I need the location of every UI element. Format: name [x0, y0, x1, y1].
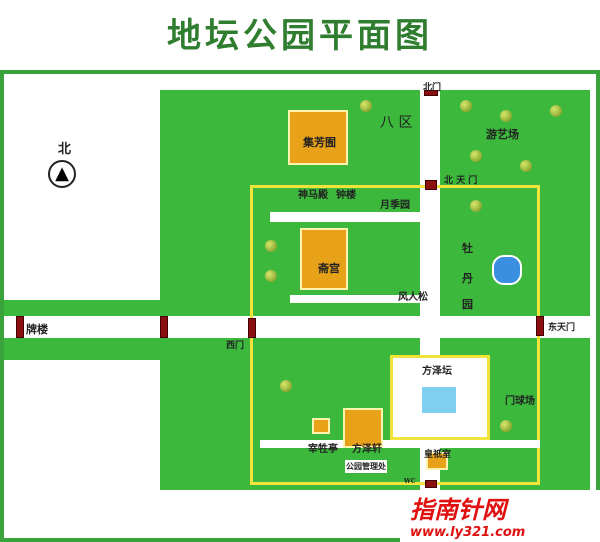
beitianmen-gate[interactable] [425, 180, 437, 190]
tree-icon [280, 380, 292, 392]
tree-icon [470, 150, 482, 162]
label-mudanyuan-1: 牡 [462, 242, 473, 255]
pailou-gate[interactable] [16, 316, 24, 338]
label-fangzexuan: 方泽轩 [352, 444, 382, 455]
altar-pool [420, 385, 458, 415]
tree-icon [500, 110, 512, 122]
watermark: 指南针网 www.ly321.com [400, 490, 600, 542]
tree-icon [265, 240, 277, 252]
west-outer-gate[interactable] [160, 316, 168, 338]
tree-icon [360, 100, 372, 112]
tree-icon [520, 160, 532, 172]
label-ximen: 西门 [226, 341, 245, 351]
label-zhonglou: 钟楼 [336, 190, 356, 201]
tree-icon [500, 420, 512, 432]
label-wc: WC [404, 478, 416, 485]
label-beimen: 北门 [423, 83, 442, 93]
watermark-url: www.ly321.com [410, 525, 526, 540]
label-dongtianmen: 东天门 [548, 323, 576, 333]
zaishengting-building [312, 418, 330, 434]
tree-icon [550, 105, 562, 117]
label-menqiuchang: 门球场 [505, 396, 535, 407]
north-label: 北 [58, 142, 72, 157]
label-zaishengting: 宰牲亭 [308, 444, 338, 455]
ximen-gate[interactable] [248, 318, 256, 338]
tree-icon [460, 100, 472, 112]
label-fangzetan: 方泽坛 [422, 366, 452, 377]
path [260, 440, 540, 448]
label-youyichang: 游艺场 [486, 128, 519, 141]
path [290, 295, 420, 303]
east-west-road [4, 316, 594, 338]
label-baqu: 八 区 [380, 115, 413, 131]
south-gate[interactable] [425, 480, 437, 488]
jifangyou-building [288, 110, 348, 165]
label-beitianmen: 北 天 门 [444, 176, 478, 186]
dongtianmen-gate[interactable] [536, 316, 544, 336]
label-zhaigong: 斋宫 [318, 262, 340, 275]
fangzexuan-building [343, 408, 383, 448]
label-jifangyou: 集芳囿 [303, 136, 336, 149]
map-title: 地坛公园平面图 [167, 16, 433, 56]
path [270, 212, 420, 222]
label-fengrensong: 风人松 [398, 292, 428, 303]
label-mudanyuan-3: 园 [462, 298, 473, 311]
label-pailou: 牌楼 [26, 323, 48, 336]
label-yuejiyuan: 月季园 [380, 200, 410, 211]
tree-icon [265, 270, 277, 282]
pond [492, 255, 522, 285]
north-arrow-icon: ▲ [48, 160, 76, 188]
label-huangqishi: 皇祇室 [424, 450, 452, 460]
label-guanlichu: 公园管理处 [345, 460, 387, 473]
label-mudanyuan-2: 丹 [462, 272, 473, 285]
watermark-cn: 指南针网 [410, 496, 506, 524]
label-shenmadian: 神马殿 [298, 190, 328, 201]
beimen-gate[interactable] [424, 90, 438, 96]
huangqishi-building [426, 452, 448, 470]
tree-icon [470, 200, 482, 212]
zhaigong-building [300, 228, 348, 290]
